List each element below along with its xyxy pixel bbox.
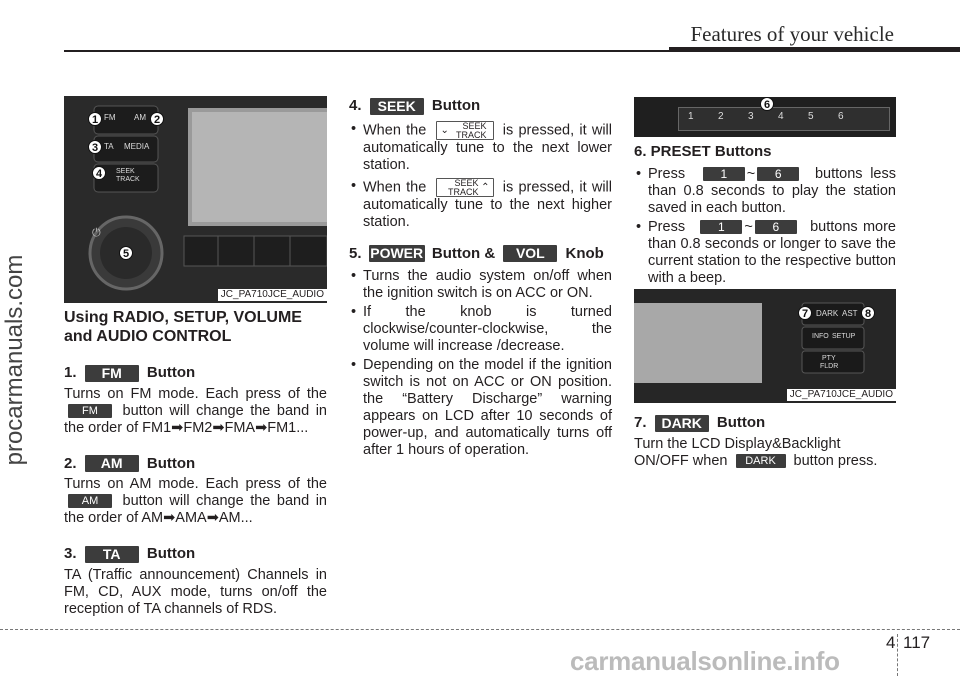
- callout-8: 8: [861, 306, 875, 320]
- preset-key: 4: [778, 111, 784, 122]
- seek-track-up-badge: ⌃ SEEK TRACK: [435, 177, 494, 197]
- label-ast: AST: [842, 309, 858, 318]
- am-inline-badge: AM: [68, 494, 112, 509]
- ta-badge: TA: [84, 545, 139, 563]
- preset-long-item: Press 1~6 buttons more than 0.8 seconds …: [634, 219, 896, 287]
- am-badge: AM: [84, 455, 139, 473]
- column-2: 4. SEEK Button When the ⌄ SEEK TRACK is …: [349, 97, 612, 461]
- preset-1-badge: 1: [700, 220, 743, 235]
- dark-inline-badge: DARK: [735, 453, 786, 468]
- fm-button-heading: 1. FM Button: [64, 364, 196, 382]
- svg-text:⏻: ⏻: [92, 226, 101, 239]
- label-am: AM: [134, 113, 146, 122]
- label-media: MEDIA: [124, 142, 150, 151]
- section-heading: Using RADIO, SETUP, VOLUME and AUDIO CON…: [64, 309, 302, 345]
- dark-button-heading: 7. DARK Button: [634, 414, 766, 432]
- label-track: TRACK: [116, 176, 140, 183]
- footer-watermark: carmanualsonline.info: [570, 646, 840, 676]
- preset-key: 5: [808, 111, 814, 122]
- preset-6-badge: 6: [757, 167, 800, 182]
- chapter-number: 4: [886, 633, 896, 652]
- seek-badge: SEEK: [369, 97, 424, 115]
- label-fldr: FLDR: [820, 363, 839, 370]
- seek-track-down-badge: ⌄ SEEK TRACK: [435, 120, 494, 140]
- seek-up-item: When the ⌃ SEEK TRACK is pressed, it wil…: [349, 177, 612, 231]
- dark-description: Turn the LCD Display&Backlight ON/OFF wh…: [634, 435, 878, 469]
- vol-badge: VOL: [503, 245, 558, 263]
- page-header-title: Features of your vehicle: [690, 22, 894, 46]
- callout-3: 3: [88, 140, 102, 154]
- label-pty: PTY: [822, 355, 836, 362]
- ta-description: TA (Traffic announcement) Channels in FM…: [64, 566, 327, 617]
- am-button-heading: 2. AM Button: [64, 454, 196, 473]
- label-setup: SETUP: [832, 333, 856, 340]
- callout-5: 5: [119, 246, 133, 260]
- preset-key: 1: [688, 111, 694, 122]
- power-item: Turns the audio system on/off when the i…: [349, 268, 612, 302]
- seek-button-heading: 4. SEEK Button: [349, 97, 481, 115]
- figure-radio-unit: ⏻ FM AM TA MEDIA SEEK TRACK 1 2 3 4 5 JC…: [64, 96, 327, 303]
- preset-bar: [678, 107, 890, 131]
- fm-inline-badge: FM: [68, 403, 112, 418]
- label-seek: SEEK: [116, 168, 135, 175]
- preset-key: 2: [718, 111, 724, 122]
- label-ta: TA: [104, 142, 114, 151]
- volume-item: If the knob is turned clockwise/counter-…: [349, 304, 612, 355]
- chevron-up-icon: ⌃: [481, 181, 490, 193]
- callout-1: 1: [88, 112, 102, 126]
- column-3a: 6. PRESET Buttons Press 1~6 buttons less…: [634, 143, 896, 289]
- preset-key: 6: [838, 111, 844, 122]
- fm-badge: FM: [84, 364, 139, 382]
- radio-unit-illustration: ⏻: [64, 96, 327, 303]
- battery-item: Depending on the model if the ignition s…: [349, 357, 612, 459]
- callout-7: 7: [798, 306, 812, 320]
- preset-key: 3: [748, 111, 754, 122]
- ta-button-heading: 3. TA Button: [64, 545, 196, 563]
- page-number: 117: [903, 633, 931, 652]
- figure3-caption: JC_PA710JCE_AUDIO: [786, 389, 896, 401]
- fm-description: Turns on FM mode. Each press of the FM b…: [64, 385, 327, 436]
- label-fm: FM: [104, 113, 116, 122]
- dark-badge: DARK: [654, 414, 709, 432]
- power-badge: POWER: [368, 245, 425, 263]
- page-number-separator: [897, 634, 898, 676]
- am-description: Turns on AM mode. Each press of the AM b…: [64, 476, 327, 527]
- figure-preset-buttons: 1 2 3 4 5 6 6: [634, 97, 896, 137]
- label-info: INFO: [812, 333, 829, 340]
- label-dark: DARK: [816, 309, 839, 318]
- seek-down-item: When the ⌄ SEEK TRACK is pressed, it wil…: [349, 120, 612, 174]
- chevron-down-icon: ⌄: [440, 124, 449, 136]
- preset-1-badge: 1: [702, 167, 745, 182]
- callout-6: 6: [760, 97, 774, 111]
- callout-4: 4: [92, 166, 106, 180]
- header-rule-thick: [669, 47, 960, 52]
- preset-heading: 6. PRESET Buttons: [634, 143, 772, 160]
- column-3b: 7. DARK Button Turn the LCD Display&Back…: [634, 414, 896, 470]
- column-1: Using RADIO, SETUP, VOLUME and AUDIO CON…: [64, 308, 327, 618]
- dark-button-illustration: [634, 289, 896, 403]
- preset-short-item: Press 1~6 buttons less than 0.8 seconds …: [634, 166, 896, 217]
- power-vol-heading: 5. POWER Button & VOL Knob: [349, 244, 604, 263]
- figure-dark-button: DARK AST INFO SETUP PTY FLDR 7 8 JC_PA71…: [634, 289, 896, 403]
- callout-2: 2: [150, 112, 164, 126]
- side-watermark: procarmanuals.com: [1, 254, 28, 466]
- header-rule: [64, 50, 669, 52]
- preset-6-badge: 6: [754, 220, 797, 235]
- figure1-caption: JC_PA710JCE_AUDIO: [217, 289, 327, 301]
- footer-rule: [0, 629, 960, 630]
